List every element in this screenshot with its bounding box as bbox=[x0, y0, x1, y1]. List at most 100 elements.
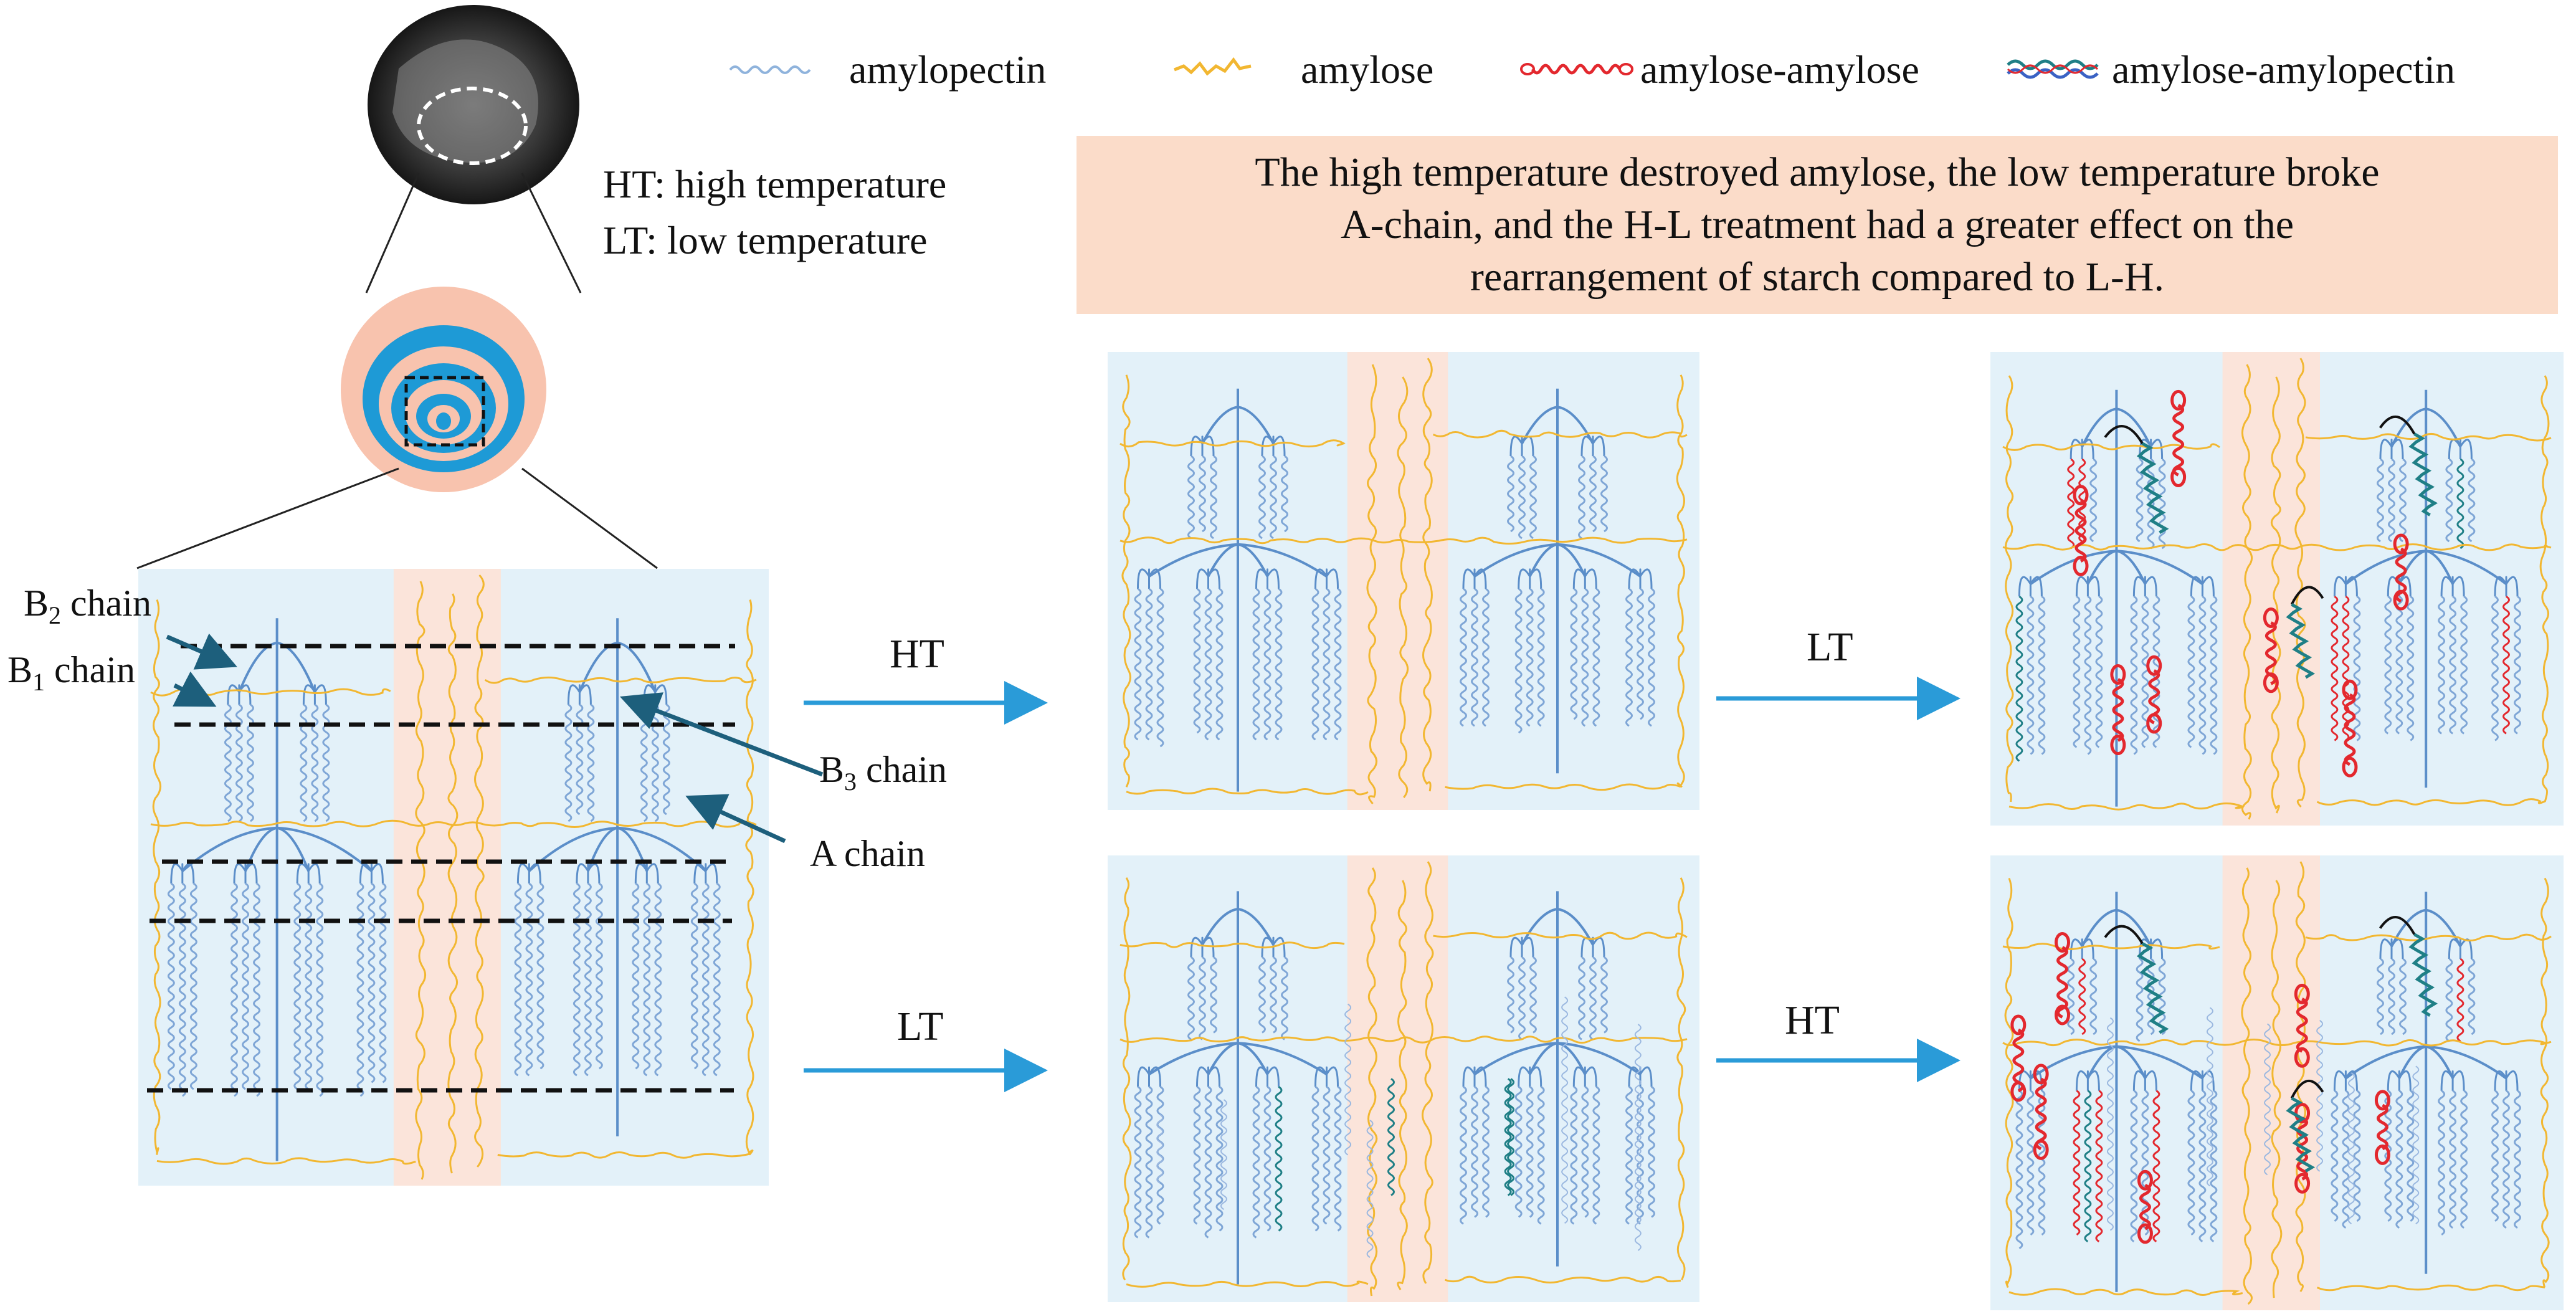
branch-tip bbox=[1473, 568, 1487, 589]
complex-strand bbox=[2286, 603, 2316, 679]
chain-helix bbox=[1193, 588, 1201, 734]
amylose-chain bbox=[2271, 880, 2283, 1298]
branch-tip bbox=[2451, 576, 2465, 597]
branch-tip bbox=[579, 684, 592, 705]
amylopectin-fragment bbox=[1344, 1003, 1352, 1156]
branch-tip bbox=[1584, 1066, 1597, 1087]
chain-helix bbox=[1156, 588, 1164, 748]
chain-helix bbox=[595, 882, 603, 1070]
chain-helix bbox=[2514, 1090, 2521, 1229]
zoom-line-right-2 bbox=[521, 467, 658, 569]
amylose-chain bbox=[2316, 798, 2545, 806]
amylose-chain bbox=[2002, 1039, 2552, 1047]
complex-loop bbox=[2342, 679, 2358, 700]
branch-tip bbox=[1261, 936, 1275, 958]
complex-strand bbox=[2286, 1097, 2316, 1173]
complex-link bbox=[2290, 586, 2324, 606]
chain-helix bbox=[2399, 958, 2407, 1035]
amylose-chain bbox=[2002, 543, 2552, 551]
chain-helix bbox=[2152, 1090, 2160, 1242]
branch-tip bbox=[1207, 568, 1220, 589]
chain-helix bbox=[368, 882, 376, 1083]
chain-helix bbox=[1334, 1086, 1342, 1232]
complex-loop bbox=[2146, 713, 2162, 734]
amylose-chain bbox=[2294, 358, 2306, 808]
amylose-amylose-complex bbox=[2073, 485, 2089, 576]
chain-helix bbox=[231, 882, 239, 1097]
amylopectin-fragment bbox=[2206, 1007, 2213, 1187]
amylose-chain bbox=[152, 599, 161, 1155]
complex-strand bbox=[2296, 997, 2308, 1053]
amylose-amylose-complex bbox=[2342, 679, 2358, 778]
amylose-amylopectin-complex bbox=[2379, 916, 2438, 1017]
amorphous-region bbox=[393, 569, 501, 1186]
branch-tip bbox=[238, 684, 252, 705]
branch-tip bbox=[181, 863, 195, 884]
branch-tip bbox=[1509, 436, 1523, 457]
branch-tip bbox=[1529, 1066, 1542, 1087]
chain-helix bbox=[1507, 956, 1514, 1034]
branch-tip bbox=[567, 684, 581, 705]
chain-helix bbox=[2027, 596, 2035, 755]
chain-helix bbox=[1581, 1086, 1589, 1218]
amylopectin-cluster bbox=[1460, 543, 1655, 734]
b1-pointer bbox=[173, 671, 217, 707]
chain-helix bbox=[2141, 1090, 2149, 1235]
growth-ring-granule bbox=[341, 287, 546, 492]
chain-helix bbox=[305, 882, 313, 1090]
chain-helix bbox=[1204, 588, 1212, 741]
branch-tip bbox=[227, 684, 240, 705]
branch bbox=[1237, 406, 1275, 444]
amylopectin-cluster bbox=[1460, 1042, 1655, 1225]
chain-helix bbox=[1323, 1086, 1331, 1225]
amylose-chain bbox=[1676, 877, 1686, 1280]
chain-helix bbox=[632, 882, 640, 1070]
complex-loop bbox=[2263, 607, 2279, 628]
amylose-chain bbox=[1126, 788, 1369, 796]
branch-tip bbox=[2345, 1070, 2358, 1091]
branch-tip bbox=[2505, 1070, 2519, 1091]
chain-helix bbox=[2027, 1090, 2035, 1235]
branch-tip bbox=[314, 684, 327, 705]
chain-helix bbox=[2130, 596, 2138, 755]
branch bbox=[2030, 550, 2117, 586]
chain-helix bbox=[1578, 455, 1585, 540]
branch-tip bbox=[1201, 936, 1215, 958]
amylopectin-fragment bbox=[2347, 1072, 2355, 1225]
abbr-ht: HT: high temperature bbox=[603, 162, 947, 206]
chain-helix bbox=[2147, 458, 2155, 550]
chain-helix bbox=[1637, 1086, 1644, 1225]
chain-helix bbox=[1210, 956, 1217, 1034]
complex-strand bbox=[2136, 942, 2169, 1034]
amorphous-region bbox=[1347, 855, 1448, 1302]
amylose-legend-icon bbox=[1174, 57, 1252, 76]
branch-tip bbox=[576, 863, 589, 884]
chain-helix bbox=[1281, 455, 1288, 533]
chain-helix bbox=[1537, 1086, 1545, 1225]
chain-helix bbox=[1581, 588, 1589, 727]
ht-lt-treated-structure bbox=[1990, 352, 2564, 826]
branch-tip bbox=[1190, 436, 1204, 457]
amylose-amylose-complex bbox=[2033, 1064, 2049, 1160]
branch-tip bbox=[2494, 1070, 2507, 1091]
amylopectin-fragment bbox=[2264, 1023, 2271, 1176]
branch bbox=[2116, 407, 2152, 447]
chain-helix bbox=[2136, 958, 2144, 1042]
a-pointer bbox=[685, 794, 786, 844]
chain-helix bbox=[1507, 455, 1514, 533]
branch bbox=[2030, 1045, 2117, 1080]
chain-helix bbox=[1592, 1086, 1600, 1225]
amylose-amylopectin-complex bbox=[2104, 925, 2169, 1034]
chain-helix bbox=[1311, 1086, 1319, 1232]
complex-strand bbox=[2112, 678, 2124, 742]
amylose-chain bbox=[2008, 1288, 2243, 1296]
chain-helix bbox=[1529, 455, 1537, 540]
branch-tip bbox=[2345, 576, 2358, 597]
branch-tip bbox=[359, 863, 373, 884]
branch-tip bbox=[646, 863, 659, 884]
chain-helix bbox=[2084, 596, 2092, 755]
amylose-amylose-complex bbox=[2294, 983, 2310, 1068]
chain-helix bbox=[1210, 455, 1217, 540]
summary-box: The high temperature destroyed amylose, … bbox=[1077, 136, 2558, 314]
complex-loop bbox=[2342, 756, 2358, 778]
